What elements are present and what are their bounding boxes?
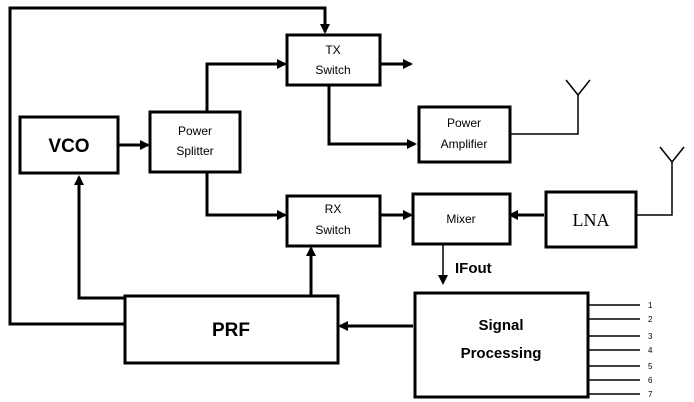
output-numbers: 1 2 3 4 5 6 7 xyxy=(648,301,653,399)
lna-block: LNA xyxy=(544,190,638,249)
tx-switch-label-line2: Switch xyxy=(315,63,350,77)
output-lines xyxy=(588,304,640,395)
output-number-1: 1 xyxy=(648,301,653,310)
splitter-label-line1: Power xyxy=(178,124,212,138)
output-number-5: 5 xyxy=(648,362,653,371)
sp-label-line2: Processing xyxy=(461,345,542,362)
tx-switch-block: TX Switch xyxy=(285,33,382,87)
output-number-3: 3 xyxy=(648,332,653,341)
tx-antenna-icon xyxy=(565,79,591,96)
mixer-label: Mixer xyxy=(446,212,475,226)
wire-prf-to-tx xyxy=(8,6,330,326)
output-number-7: 7 xyxy=(648,390,653,399)
rx-switch-block: RX Switch xyxy=(285,194,382,248)
vco-block: VCO xyxy=(18,115,120,175)
ifout-label: IFout xyxy=(455,260,492,277)
rx-antenna-icon xyxy=(659,146,685,163)
wire-pa-to-antenna xyxy=(510,95,579,135)
wire-splitter-to-rx xyxy=(205,172,287,220)
prf-block: PRF xyxy=(123,294,340,365)
tx-switch-label-line1: TX xyxy=(325,43,340,57)
output-number-4: 4 xyxy=(648,346,653,355)
power-amplifier-block: Power Amplifier xyxy=(417,105,512,164)
output-number-2: 2 xyxy=(648,315,653,324)
rx-switch-label-line1: RX xyxy=(325,202,342,216)
lna-label: LNA xyxy=(573,210,610,230)
wire-antenna-to-lna xyxy=(636,162,673,216)
sp-label-line1: Signal xyxy=(478,317,523,334)
pa-label-line2: Amplifier xyxy=(441,137,488,151)
rx-switch-label-line2: Switch xyxy=(315,223,350,237)
wire-tx-to-pa xyxy=(327,85,417,149)
power-splitter-block: Power Splitter xyxy=(148,110,242,174)
mixer-block: Mixer xyxy=(411,192,512,246)
prf-label: PRF xyxy=(212,320,250,341)
wire-splitter-to-tx xyxy=(205,59,287,112)
signal-processing-block: Signal Processing xyxy=(413,291,590,399)
splitter-label-line2: Splitter xyxy=(176,144,213,158)
output-number-6: 6 xyxy=(648,376,653,385)
vco-label: VCO xyxy=(48,136,89,157)
wire-prf-to-vco xyxy=(74,175,125,300)
pa-label-line1: Power xyxy=(447,116,481,130)
